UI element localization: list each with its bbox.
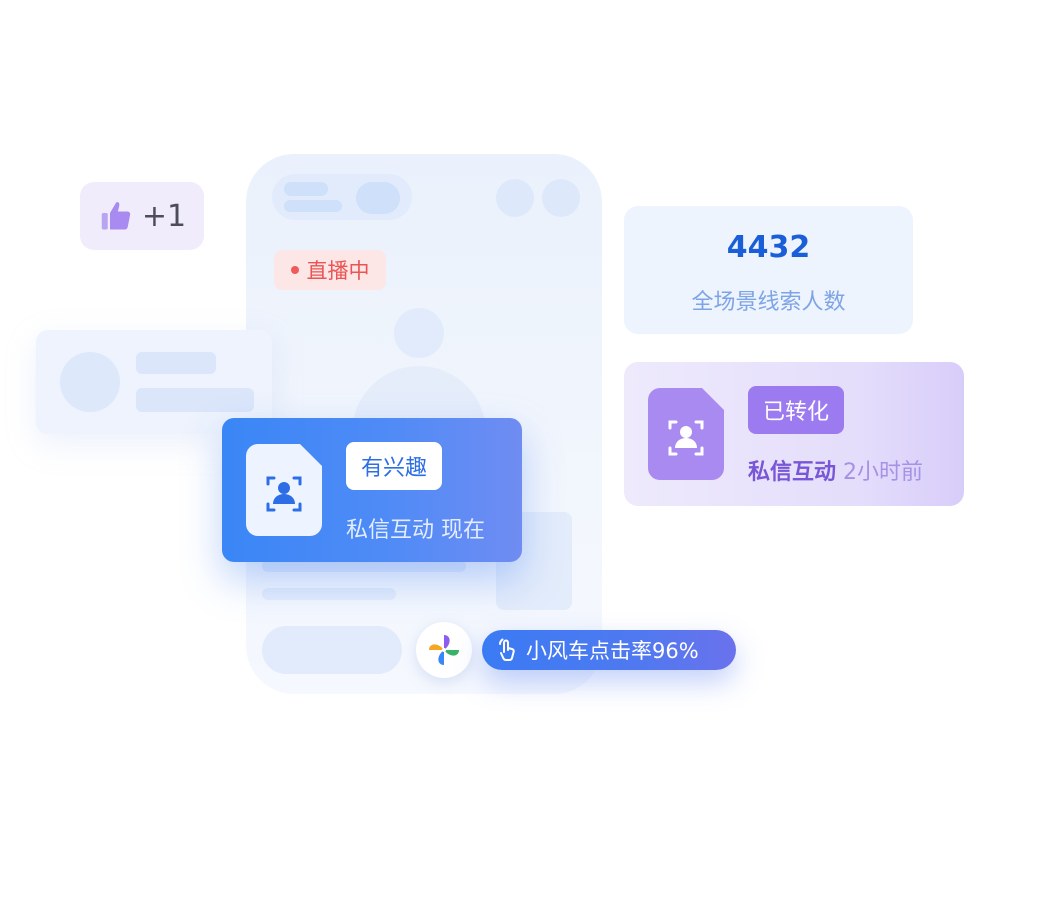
placeholder-button bbox=[356, 182, 400, 214]
interested-time: 现在 bbox=[441, 518, 486, 543]
user-scan-document-icon bbox=[246, 444, 322, 536]
interested-message: 私信互动 现在 bbox=[346, 512, 485, 544]
live-badge: 直播中 bbox=[274, 250, 386, 290]
converted-time: 2小时前 bbox=[843, 460, 924, 485]
avatar-head bbox=[394, 308, 444, 358]
phone-header-icon bbox=[496, 179, 534, 217]
live-badge-label: 直播中 bbox=[306, 259, 370, 283]
placeholder-line bbox=[262, 560, 466, 572]
converted-tag: 已转化 bbox=[748, 386, 844, 434]
click-rate-badge: 小风车点击率96% bbox=[482, 630, 736, 670]
interested-action: 私信互动 bbox=[346, 518, 435, 543]
converted-message: 私信互动 2小时前 bbox=[748, 454, 923, 486]
phone-header-icon bbox=[542, 179, 580, 217]
click-rate-label: 小风车点击率96% bbox=[526, 639, 699, 663]
pinwheel-icon bbox=[429, 635, 459, 665]
comment-input-placeholder bbox=[262, 626, 402, 674]
leads-label: 全场景线索人数 bbox=[691, 290, 846, 315]
leads-stat-card: 4432 全场景线索人数 bbox=[624, 206, 913, 334]
converted-action: 私信互动 bbox=[748, 460, 837, 485]
user-scan-document-icon bbox=[648, 388, 724, 480]
placeholder-line bbox=[284, 200, 342, 212]
pinwheel-badge bbox=[416, 622, 472, 678]
placeholder-line bbox=[262, 588, 396, 600]
placeholder-line bbox=[284, 182, 328, 196]
viewer-avatar bbox=[60, 352, 120, 412]
viewer-card-placeholder bbox=[36, 330, 272, 434]
like-count: +1 bbox=[141, 198, 187, 234]
interested-tag: 有兴趣 bbox=[346, 442, 442, 490]
placeholder-line bbox=[136, 352, 216, 374]
thumbs-up-icon bbox=[101, 202, 131, 230]
like-badge: +1 bbox=[80, 182, 204, 250]
tap-gesture-icon bbox=[499, 638, 515, 661]
live-dot-icon bbox=[290, 266, 299, 274]
placeholder-line bbox=[136, 388, 254, 412]
leads-count: 4432 bbox=[726, 230, 811, 265]
